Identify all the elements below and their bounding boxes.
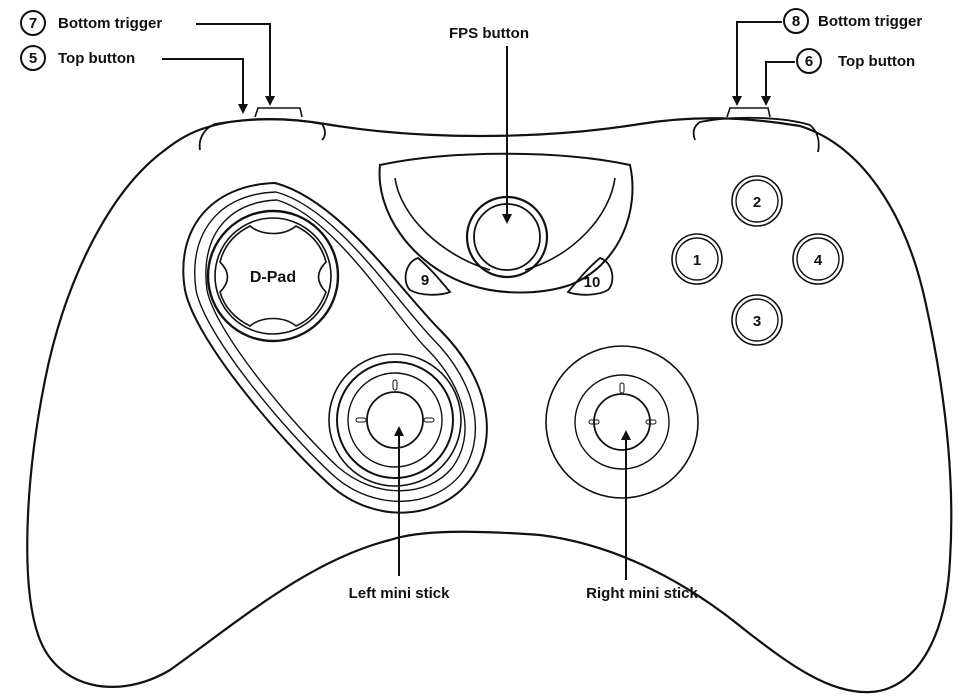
button-9-label: 9 (421, 272, 429, 289)
callout-right-mini-stick: Right mini stick (586, 430, 698, 602)
callout-5-text: Top button (58, 50, 135, 67)
button-3[interactable]: 3 (731, 294, 783, 346)
button-9[interactable]: 9 (404, 256, 452, 296)
callout-8-badge (783, 8, 809, 34)
callout-8-arrow (732, 21, 782, 106)
left-mini-stick[interactable] (328, 353, 462, 487)
callout-7-text: Bottom trigger (58, 15, 162, 32)
button-2[interactable]: 2 (731, 175, 783, 227)
left-pod (182, 181, 488, 514)
callout-6-number: 6 (805, 53, 813, 70)
callout-6-top-button: 6 Top button (761, 48, 915, 106)
callout-6-text: Top button (838, 53, 915, 70)
button-4-label: 4 (814, 252, 823, 269)
callout-8-text: Bottom trigger (818, 13, 922, 30)
button-2-label: 2 (753, 194, 761, 211)
callout-fps-button: FPS button (449, 25, 529, 224)
callout-5-top-button: 5 Top button (20, 45, 248, 114)
callout-fps-text: FPS button (449, 25, 529, 42)
button-10-label: 10 (584, 274, 601, 291)
d-pad[interactable]: D-Pad (206, 209, 340, 343)
callout-8-bottom-trigger: 8 Bottom trigger (732, 8, 922, 106)
callout-left-stick-text: Left mini stick (349, 585, 451, 602)
callout-7-badge (20, 10, 46, 36)
button-4[interactable]: 4 (792, 233, 844, 285)
callout-7-bottom-trigger: 7 Bottom trigger (20, 10, 275, 106)
callout-5-badge (20, 45, 46, 71)
callout-7-number: 7 (29, 15, 37, 32)
callout-left-mini-stick: Left mini stick (349, 426, 451, 602)
callout-5-arrow (162, 58, 248, 114)
callout-7-arrow (196, 23, 275, 106)
controller-body (26, 107, 953, 694)
button-1[interactable]: 1 (671, 233, 723, 285)
button-1-label: 1 (693, 252, 701, 269)
callout-right-stick-text: Right mini stick (586, 585, 698, 602)
d-pad-label: D-Pad (250, 269, 296, 286)
button-3-label: 3 (753, 313, 761, 330)
button-10[interactable]: 10 (566, 256, 614, 296)
callout-5-number: 5 (29, 50, 37, 67)
callout-6-arrow (761, 61, 795, 106)
right-mini-stick[interactable] (545, 345, 699, 499)
fps-button-well (378, 152, 634, 294)
callout-6-badge (796, 48, 822, 74)
callout-8-number: 8 (792, 13, 800, 30)
